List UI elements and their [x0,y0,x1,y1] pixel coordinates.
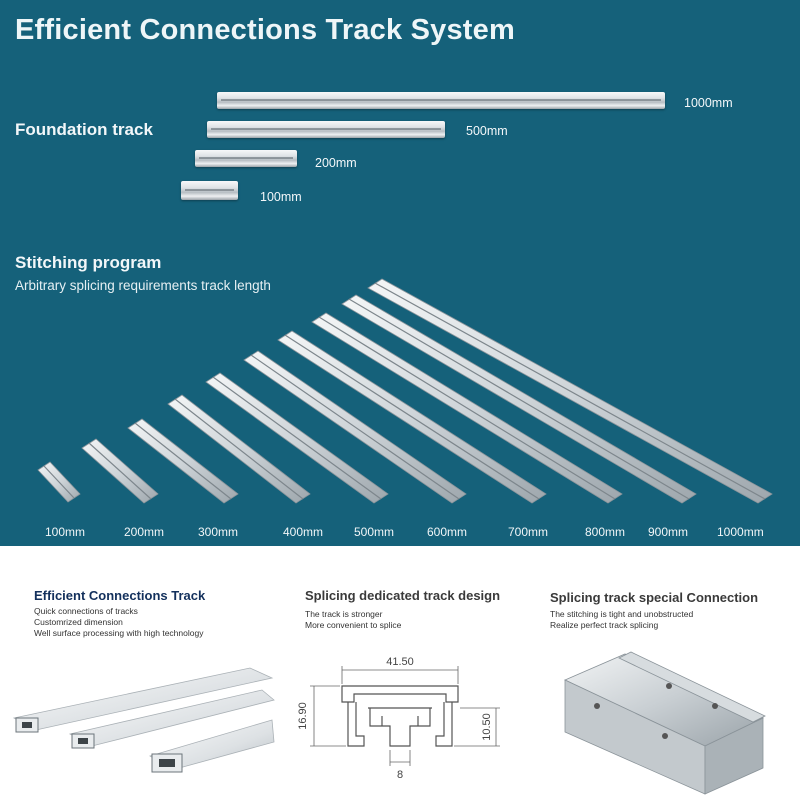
profile-cross-section-drawing: 41.50 16.90 10.50 8 [297,656,500,781]
stitching-heading: Stitching program [15,253,162,272]
stitched-rail-500 [205,372,389,504]
stitched-rail-400 [167,394,311,504]
stitched-rail-700 [277,330,547,504]
foundation-rail-1000 [217,92,665,109]
foundation-label-100: 100mm [260,190,302,204]
stitch-label-700: 700mm [508,525,549,539]
rail-profiles-illustration [12,667,275,773]
foundation-label-500: 500mm [466,124,508,138]
panel-3-line-2: Realize perfect track splicing [550,620,659,630]
track-system-banner: Efficient Connections Track System Found… [0,0,800,546]
stitched-rail-900 [341,294,697,504]
panel-1-line-1: Quick connections of tracks [34,606,138,616]
feature-panels: Efficient Connections Track Quick connec… [0,546,800,800]
stitch-label-200: 200mm [124,525,165,539]
foundation-rail-200 [195,150,297,167]
panel-special-connection: Splicing track special Connection The st… [535,546,800,800]
panel-2-line-2: More convenient to splice [305,620,402,630]
dim-width: 41.50 [386,656,414,668]
panel-2-line-1: The track is stronger [305,609,383,619]
panel-3-line-1: The stitching is tight and unobstructed [550,609,694,619]
dim-inner: 10.50 [481,713,493,741]
foundation-label-200: 200mm [315,156,357,170]
stitched-rail-1000 [367,278,773,504]
stitched-rails-illustration [37,278,773,504]
stitched-rail-200 [81,438,159,504]
stitch-label-100: 100mm [45,525,86,539]
stitched-rail-600 [243,350,467,504]
stitch-label-300: 300mm [198,525,239,539]
foundation-heading: Foundation track [15,120,153,139]
stitch-label-800: 800mm [585,525,626,539]
stitch-label-1000: 1000mm [717,525,764,539]
stitched-rail-100 [37,461,81,503]
panel-3-heading: Splicing track special Connection [550,590,759,605]
foundation-rail-500 [207,121,445,138]
stitched-rail-300 [127,418,239,504]
stitch-label-400: 400mm [283,525,324,539]
panel-2-heading: Splicing dedicated track design [305,588,501,603]
panel-1-heading: Efficient Connections Track [34,588,206,603]
panel-1-line-3: Well surface processing with high techno… [34,628,204,638]
foundation-rail-100 [181,181,238,200]
page-title: Efficient Connections Track System [15,14,515,46]
stitching-subtitle: Arbitrary splicing requirements track le… [15,278,271,293]
dim-slot: 8 [397,769,403,781]
stitch-label-600: 600mm [427,525,468,539]
stitch-label-900: 900mm [648,525,689,539]
panel-1-line-2: Customrized dimension [34,617,123,627]
stitched-rail-800 [311,312,623,504]
dim-height: 16.90 [297,702,309,730]
foundation-label-1000: 1000mm [684,96,733,110]
panel-efficient-connections: Efficient Connections Track Quick connec… [0,546,275,800]
stitch-label-500: 500mm [354,525,395,539]
panel-splicing-design: Splicing dedicated track design The trac… [290,546,530,800]
connector-illustration [564,651,766,795]
